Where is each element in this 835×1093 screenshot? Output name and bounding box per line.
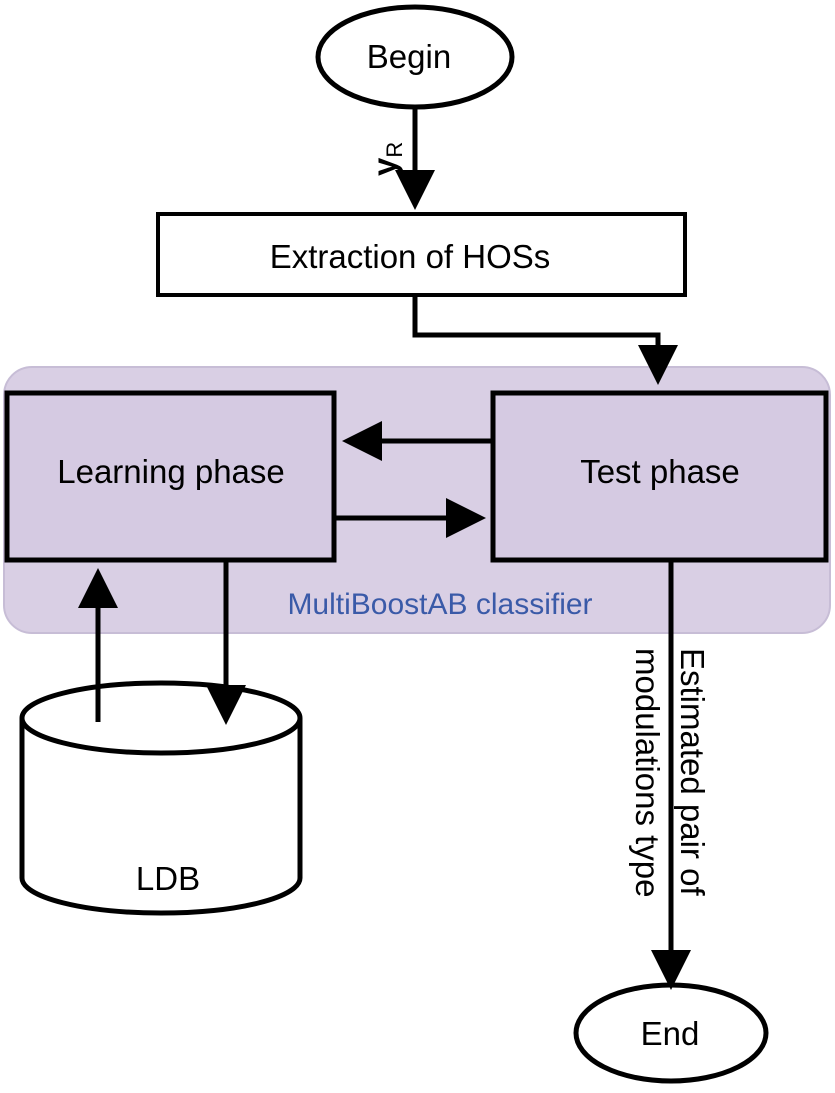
- output-label-line1: Estimated pair of: [674, 648, 711, 896]
- ldb-database: [19, 680, 303, 916]
- test-phase-label: Test phase: [580, 453, 740, 490]
- extraction-label: Extraction of HOSs: [270, 238, 551, 275]
- end-label: End: [641, 1015, 700, 1052]
- extraction-to-test-arrow: [412, 295, 678, 385]
- ldb-cylinder-top: [19, 680, 303, 756]
- input-signal-label: yR: [366, 142, 407, 176]
- end-node: [573, 982, 769, 1084]
- learning-phase-node: [4, 390, 337, 563]
- ldb-cylinder-body: [19, 718, 303, 916]
- ldb-label: LDB: [136, 860, 200, 897]
- test-phase-node: [490, 390, 829, 563]
- learning-phase-label: Learning phase: [57, 453, 285, 490]
- classifier-label: MultiBoostAB classifier: [287, 588, 592, 621]
- extraction-node: [156, 212, 687, 297]
- output-label-line2: modulations type: [629, 648, 666, 897]
- begin-label: Begin: [367, 38, 451, 75]
